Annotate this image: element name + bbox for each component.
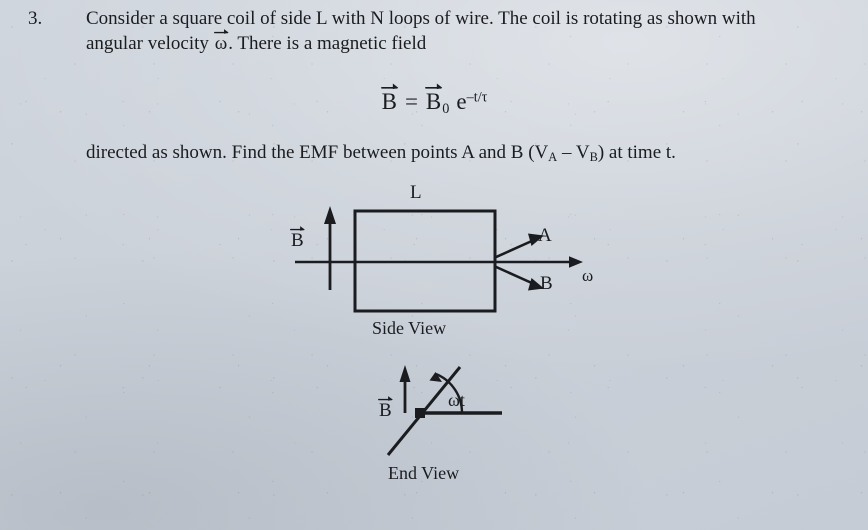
statement-line3-tail: ) at time t.: [597, 142, 676, 163]
equation-exponential-base: e: [456, 89, 467, 114]
b-field-arrow-end: [399, 365, 411, 413]
statement-line3-lead: directed as shown. Find the EMF between …: [86, 142, 549, 163]
b-field-vector-symbol-end: B: [378, 396, 393, 422]
rotation-angle-label: ωt: [448, 390, 465, 410]
lead-arrow-to-A: [493, 233, 544, 260]
question-number: 3.: [28, 8, 43, 29]
equation-rhs-B-glyph: B: [425, 89, 442, 114]
problem-statement-line-2: angular velocity ω. There is a magnetic …: [86, 29, 427, 55]
pivot-point-marker: [415, 408, 425, 418]
angle-arc-omega-t: [429, 372, 464, 414]
va-subscript: A: [548, 150, 558, 165]
end-view-diagram: B ωt End View: [360, 355, 540, 483]
equation-rhs-subscript: 0: [442, 100, 450, 117]
b-field-arrow-side: [324, 206, 336, 290]
angular-velocity-label-side: ω: [582, 266, 594, 285]
lead-arrow-to-B: [493, 264, 544, 291]
equation-lhs-B-vector: B: [380, 83, 398, 115]
omega-glyph: ω: [214, 33, 228, 54]
coil-side-length-label: L: [410, 182, 422, 203]
end-view-diagram-svg: [386, 365, 502, 456]
statement-text-after-omega: . There is a magnetic field: [228, 33, 427, 54]
statement-line3-mid: – V: [557, 142, 590, 163]
b-field-vector-symbol-side: B: [290, 226, 305, 252]
omega-vector-symbol: ω: [213, 29, 229, 55]
terminal-a-label: A: [538, 225, 552, 246]
b-glyph-end: B: [379, 400, 392, 421]
terminal-b-label: B: [540, 273, 553, 294]
vb-subscript: B: [589, 150, 598, 165]
end-view-caption: End View: [388, 463, 460, 483]
equation-rhs-B-vector: B: [425, 83, 443, 115]
b-field-label-end: B: [378, 396, 393, 422]
problem-statement-line-1: Consider a square coil of side L with N …: [86, 8, 756, 29]
equation-exponent: –t/τ: [466, 89, 488, 106]
coil-rectangle: [353, 209, 497, 313]
side-view-diagram: L B A B ω Side View: [270, 178, 620, 338]
statement-text-before-omega: angular velocity: [86, 33, 214, 54]
equation-lhs-B-glyph: B: [381, 89, 397, 114]
rotation-axis-line: [295, 256, 583, 268]
side-view-caption: Side View: [372, 318, 447, 338]
side-view-diagram-svg: [295, 206, 583, 313]
b-glyph-side: B: [291, 230, 304, 251]
b-field-label-side: B: [290, 226, 305, 252]
equation-equals-sign: =: [404, 89, 418, 114]
problem-statement-line-3: directed as shown. Find the EMF between …: [86, 142, 676, 165]
